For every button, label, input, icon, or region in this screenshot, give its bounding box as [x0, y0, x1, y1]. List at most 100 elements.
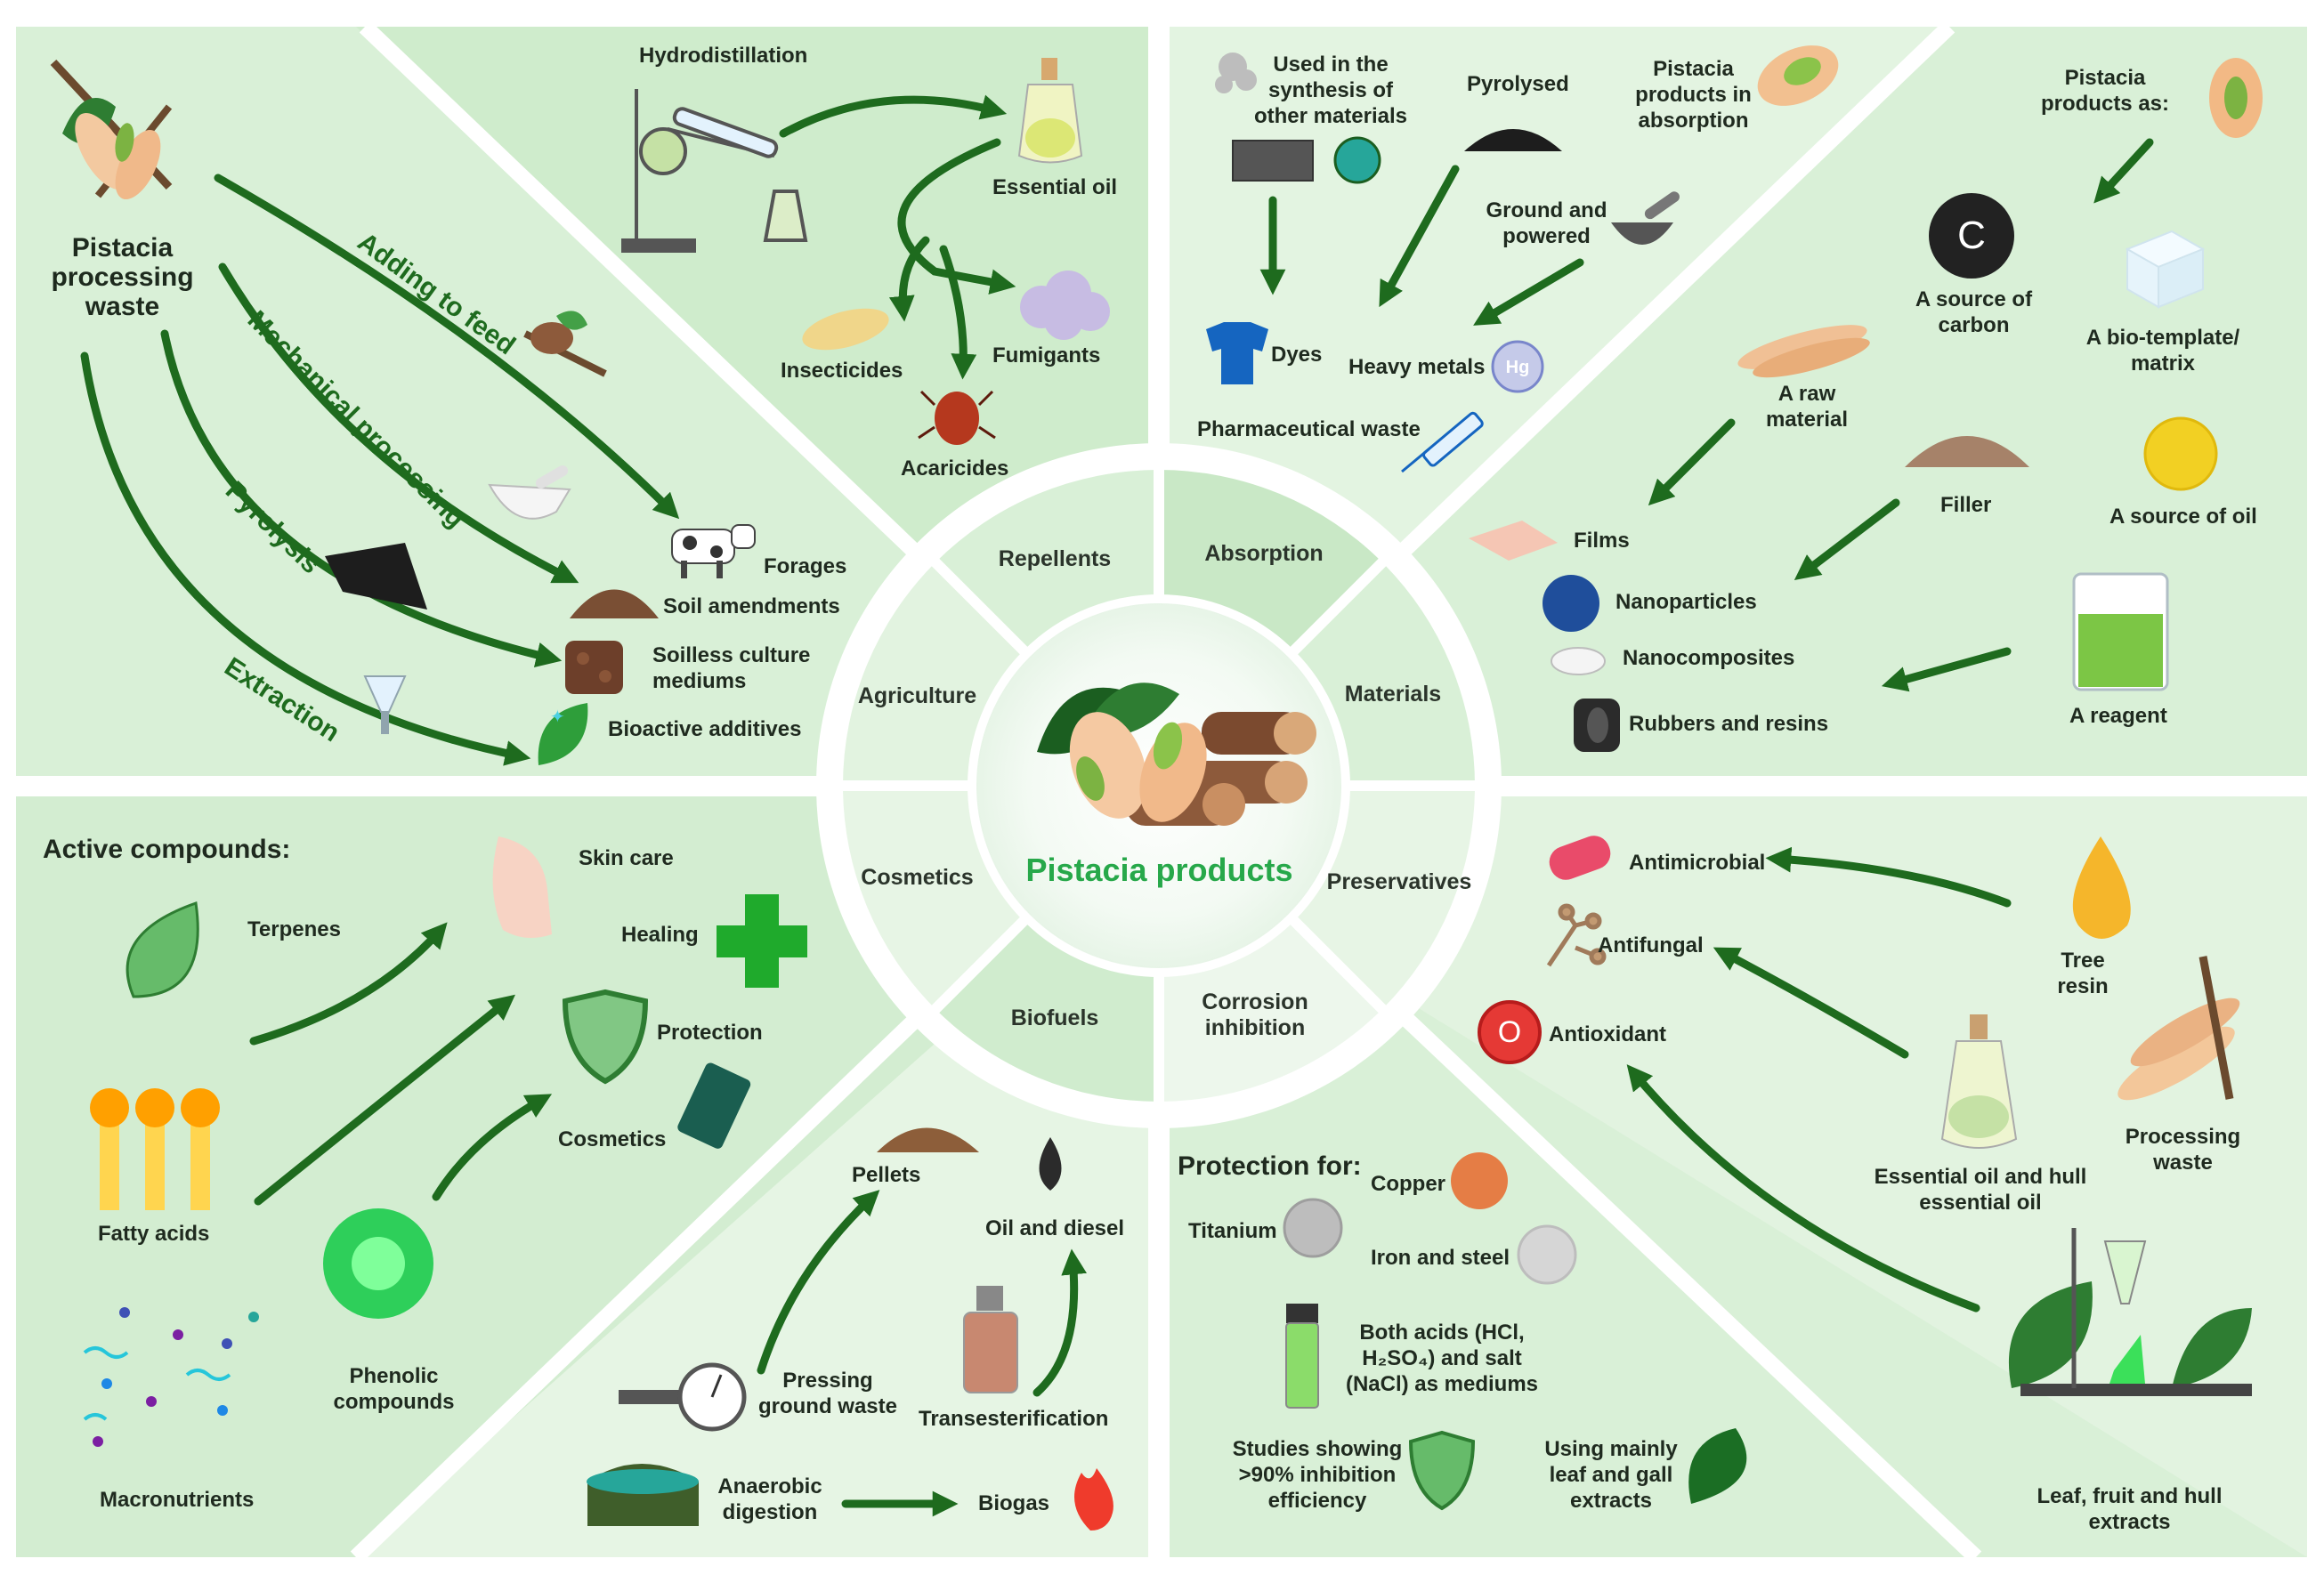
nut-branch-icon [523, 311, 607, 377]
acids-label: Both acids (HCl, H₂SO₄) and salt (NaCl) … [1345, 1321, 1539, 1396]
terpenes-label: Terpenes [247, 917, 341, 941]
output-forages: Forages [764, 554, 847, 578]
macronutrients-icon [83, 1307, 259, 1447]
cow-icon [671, 524, 756, 578]
pistachio-icon [1757, 45, 1839, 106]
nanocomposite-icon [1551, 647, 1606, 675]
antioxidant-letter: O [1497, 1015, 1522, 1049]
pyrolysed-powder-icon [1464, 129, 1562, 151]
output-bioactive-additives: Bioactive additives [608, 717, 802, 741]
hg-badge-icon [1491, 340, 1544, 393]
cosmetics-label: Cosmetics [558, 1127, 667, 1151]
digester-icon [587, 1464, 699, 1526]
biofuels-arrows [757, 1190, 1087, 1517]
synthesis-label: Used in the synthesis of other materials [1253, 52, 1408, 128]
absorption-products-label: Pistacia products in absorption [1635, 57, 1752, 133]
biotemplate-label: A bio-template/ matrix [2085, 326, 2240, 376]
preservatives-arrows [1626, 846, 2012, 1312]
mortar-icon [488, 465, 571, 520]
hg-label: Hg [1505, 358, 1530, 377]
terpene-leaf-icon [126, 901, 199, 998]
pistachio-open-icon [2209, 58, 2263, 138]
film-icon [1469, 521, 1558, 561]
biogas-label: Biogas [978, 1491, 1050, 1515]
cube-icon [2125, 230, 2206, 309]
carbon-letter: C [1957, 214, 1986, 257]
wood-shavings-icon [1737, 325, 1870, 378]
acaricides-label: Acaricides [901, 456, 1009, 481]
nanoparticles-label: Nanoparticles [1615, 590, 1757, 614]
phenolic-compound-icon [323, 1208, 433, 1319]
essential-oil-hull-label: Essential oil and hull essential oil [1874, 1165, 2087, 1215]
fatty-acids-label: Fatty acids [98, 1222, 210, 1246]
titanium-icon [1283, 1198, 1343, 1258]
skin-care-label: Skin care [579, 846, 674, 870]
pistachio-waste-icon [50, 59, 173, 199]
face-icon [492, 836, 552, 938]
output-soil-amendments: Soil amendments [663, 594, 840, 618]
macronutrients-label: Macronutrients [100, 1488, 255, 1512]
soil-icon [570, 589, 659, 618]
healing-cross-icon [717, 894, 807, 988]
extract-leaf-icon [1688, 1428, 1747, 1504]
carbon-circle-icon [1929, 193, 2014, 279]
protection-for-heading: Protection for: [1178, 1151, 1362, 1181]
mortar-pestle-icon [1611, 191, 1680, 245]
studies-label: Studies showing >90% inhibition efficien… [1232, 1437, 1403, 1513]
filler-powder-icon [1905, 436, 2029, 467]
wheel-label-absorption: Absorption [1204, 541, 1324, 566]
wheel-label-cosmetics: Cosmetics [861, 865, 974, 890]
carbon-source-label: A source of carbon [1915, 287, 2033, 337]
fungus-icon [1546, 903, 1607, 967]
antioxidant-label: Antioxidant [1549, 1022, 1666, 1046]
flame-icon [1074, 1468, 1113, 1531]
cosmetics-arrows [249, 922, 553, 1206]
active-compounds-heading: Active compounds: [43, 835, 291, 864]
pellets-icon [877, 1127, 979, 1152]
center-title: Pistacia products [1025, 852, 1293, 888]
absorption-arrows [1259, 165, 1584, 326]
nanomaterial-cluster-icon [1215, 52, 1257, 93]
nanocomposites-label: Nanocomposites [1623, 646, 1795, 670]
wheel-label-agriculture: Agriculture [857, 683, 977, 708]
processing-waste-label: Processing waste [2125, 1125, 2241, 1175]
pellets-label: Pellets [852, 1163, 921, 1187]
wheel-label-repellents: Repellents [998, 546, 1112, 571]
extracts-label: Using mainly leaf and gall extracts [1544, 1437, 1678, 1513]
center-pistachio-logs-icon [1037, 682, 1316, 826]
bioactive-leaf-icon: ✦ [538, 703, 588, 765]
agriculture-arrows [80, 174, 680, 766]
nanoparticle-icon [1543, 575, 1599, 632]
copper-icon [1451, 1152, 1508, 1209]
films-label: Films [1574, 529, 1630, 553]
raw-material-label: A raw material [1765, 382, 1849, 432]
cloud-icon [1020, 271, 1110, 340]
resin-drop-icon [2072, 836, 2131, 939]
dyes-label: Dyes [1271, 343, 1323, 367]
efficiency-shield-icon [1408, 1430, 1476, 1511]
syringe-icon [1401, 411, 1484, 473]
oil-diesel-label: Oil and diesel [985, 1216, 1125, 1240]
pharma-waste-label: Pharmaceutical waste [1197, 417, 1421, 441]
iron-steel-label: Iron and steel [1371, 1246, 1510, 1270]
hydrodistillation-icon [621, 89, 808, 253]
fumigants-label: Fumigants [992, 343, 1101, 368]
soilless-medium-icon [565, 641, 623, 694]
heavy-metals-label: Heavy metals [1348, 355, 1486, 379]
ground-label: Ground and powered [1486, 198, 1607, 248]
tire-icon [1574, 699, 1620, 752]
pressure-gauge-icon [619, 1362, 747, 1432]
leaf-fruit-hull-label: Leaf, fruit and hull extracts [2037, 1484, 2223, 1534]
protection-label: Protection [657, 1021, 763, 1045]
tick-icon [918, 390, 996, 445]
beaker-icon [2072, 572, 2169, 691]
output-soilless-mediums: Soilless culture mediums [652, 643, 811, 693]
reagent-bottle-icon [963, 1286, 1018, 1393]
phenolic-label: Phenolic compounds [333, 1364, 455, 1414]
fatty-acids-icon [90, 1088, 220, 1210]
tree-resin-label: Tree resin [2057, 949, 2109, 998]
iron-icon [1517, 1224, 1577, 1285]
materials-arrows [1648, 138, 2154, 692]
antioxidant-circle-icon [1478, 1000, 1542, 1064]
